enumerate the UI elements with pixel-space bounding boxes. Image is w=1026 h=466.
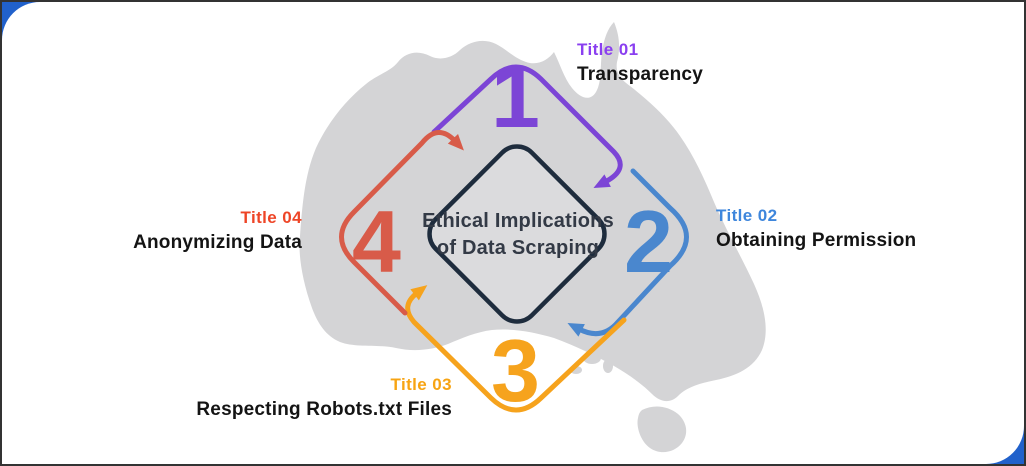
- step-3-arc-with-arrow: [405, 285, 627, 413]
- step-1-arc-with-arrow: [431, 64, 623, 189]
- center-title-line1: Ethical Implications: [422, 210, 614, 233]
- step-2-arc-with-arrow: [567, 168, 689, 337]
- step-2-number: 2: [624, 192, 673, 291]
- step-3-text: Title 03 Respecting Robots.txt Files: [196, 375, 452, 421]
- cycle-diamond: [339, 64, 689, 413]
- step-1-number: 1: [491, 47, 540, 146]
- australia-mainland: [299, 22, 766, 402]
- step-3-number: 3: [491, 321, 540, 420]
- step-4-arc-with-arrow: [339, 130, 464, 316]
- step-2-title: Obtaining Permission: [716, 230, 917, 252]
- step-4-number: 4: [352, 192, 401, 291]
- step-4-text: Title 04 Anonymizing Data: [133, 208, 302, 254]
- step-2-text: Title 02 Obtaining Permission: [716, 206, 916, 252]
- center-diamond: [427, 144, 607, 324]
- center-title-line2: of Data Scraping: [436, 237, 600, 259]
- island-dot: [603, 359, 613, 373]
- step-1-title: Transparency: [577, 64, 703, 86]
- step-4-label: Title 04: [240, 208, 302, 227]
- tasmania: [637, 406, 687, 453]
- step-2-label: Title 02: [716, 206, 778, 225]
- step-1-text: Title 01 Transparency: [577, 40, 703, 86]
- step-4-title: Anonymizing Data: [133, 232, 302, 254]
- center-title: Ethical Implications of Data Scraping: [422, 208, 614, 262]
- step-3-title: Respecting Robots.txt Files: [196, 399, 452, 421]
- australia-map: [299, 22, 766, 453]
- step-1-label: Title 01: [577, 40, 639, 59]
- step-3-label: Title 03: [390, 375, 452, 394]
